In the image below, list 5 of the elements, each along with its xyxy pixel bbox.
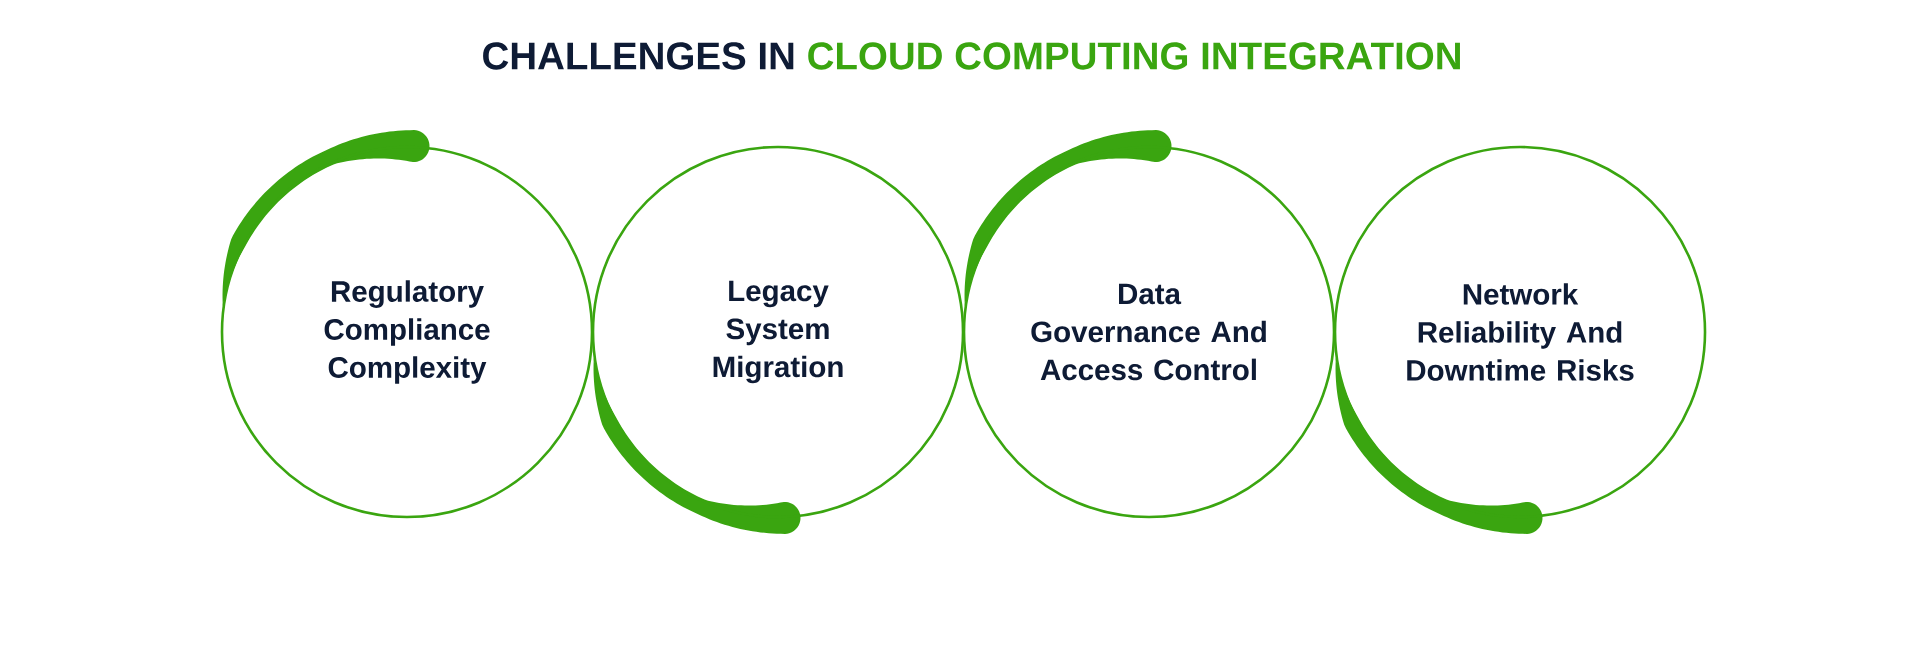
circle-node: Legacy System Migration <box>591 145 965 519</box>
circle-node: Network Reliability And Downtime Risks <box>1333 145 1707 519</box>
title: CHALLENGES IN CLOUD COMPUTING INTEGRATION <box>483 42 1460 70</box>
circle-node: Regulatory Compliance Complexity <box>220 145 594 519</box>
circle-node: Data Governance And Access Control <box>962 145 1336 519</box>
